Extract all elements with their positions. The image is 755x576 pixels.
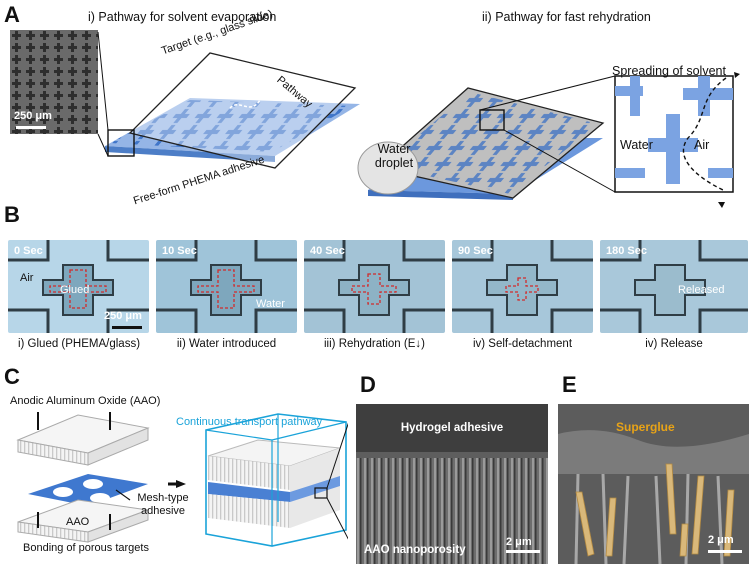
panel-a-right-title: ii) Pathway for fast rehydration (482, 10, 651, 24)
frame-2-image: 40 Sec (304, 240, 445, 333)
frame-3-image: 90 Sec (452, 240, 593, 333)
frame-1-water-label: Water (256, 298, 285, 310)
panel-e-scale-label: 2 μm (708, 534, 734, 546)
frame-0-air-label: Air (20, 272, 33, 284)
frame-4-time: 180 Sec (606, 245, 647, 257)
frame-1-caption: ii) Water introduced (156, 338, 297, 350)
panel-e-sem: Superglue 2 μm (558, 404, 749, 564)
sem-inset-image: 250 μm (10, 30, 98, 134)
panel-d-scale-bar (506, 550, 540, 553)
aao-label: AAO (66, 516, 89, 528)
superglue-label: Superglue (616, 420, 675, 434)
frame-4-released-label: Released (678, 284, 724, 296)
sem-scale-bar (16, 126, 46, 129)
frame-2-caption: iii) Rehydration (E↓) (304, 338, 445, 350)
frame-2-time: 40 Sec (310, 245, 345, 257)
frame-4-image: 180 Sec Released (600, 240, 748, 333)
aao-nanoporosity-label: AAO nanoporosity (364, 544, 466, 556)
frame-0-image: 0 Sec Air Glued 250 μm (8, 240, 149, 333)
water-droplet-label: Water droplet (368, 142, 420, 170)
frame-4-caption: iv) Release (600, 338, 748, 350)
frame-3-time: 90 Sec (458, 245, 493, 257)
frame-0-time: 0 Sec (14, 245, 43, 257)
bonding-label: Bonding of porous targets (16, 542, 156, 555)
mesh-label: Mesh-type adhesive (132, 492, 194, 518)
frame-0-glued-label: Glued (60, 284, 89, 296)
frame-0-scale-label: 250 μm (104, 310, 142, 322)
panel-d-scale-label: 2 μm (506, 536, 532, 548)
frame-1-image: 10 Sec Water (156, 240, 297, 333)
frame-3-caption: iv) Self-detachment (452, 338, 593, 350)
panel-letter-b: B (4, 202, 20, 228)
panel-e-scale-bar (708, 550, 742, 553)
panel-letter-d: D (360, 372, 376, 398)
frame-0-scale-bar (112, 326, 142, 329)
panel-a-right-diagram (348, 28, 753, 208)
frame-0-caption: i) Glued (PHEMA/glass) (2, 338, 156, 350)
aao-title: Anodic Aluminum Oxide (AAO) (10, 395, 160, 407)
spreading-label: Spreading of solvent (612, 64, 726, 78)
zoom-air-label: Air (694, 138, 709, 152)
panel-letter-a: A (4, 2, 20, 28)
transport-label: Continuous transport pathway (176, 416, 322, 428)
frame-1-time: 10 Sec (162, 245, 197, 257)
sem-scale-label: 250 μm (14, 110, 52, 122)
hydrogel-adhesive-label: Hydrogel adhesive (356, 422, 548, 434)
panel-letter-c: C (4, 364, 20, 390)
zoom-water-label: Water (620, 138, 653, 152)
panel-d-sem: Hydrogel adhesive AAO nanoporosity 2 μm (356, 404, 548, 564)
panel-a-left-diagram (90, 28, 360, 228)
panel-letter-e: E (562, 372, 577, 398)
